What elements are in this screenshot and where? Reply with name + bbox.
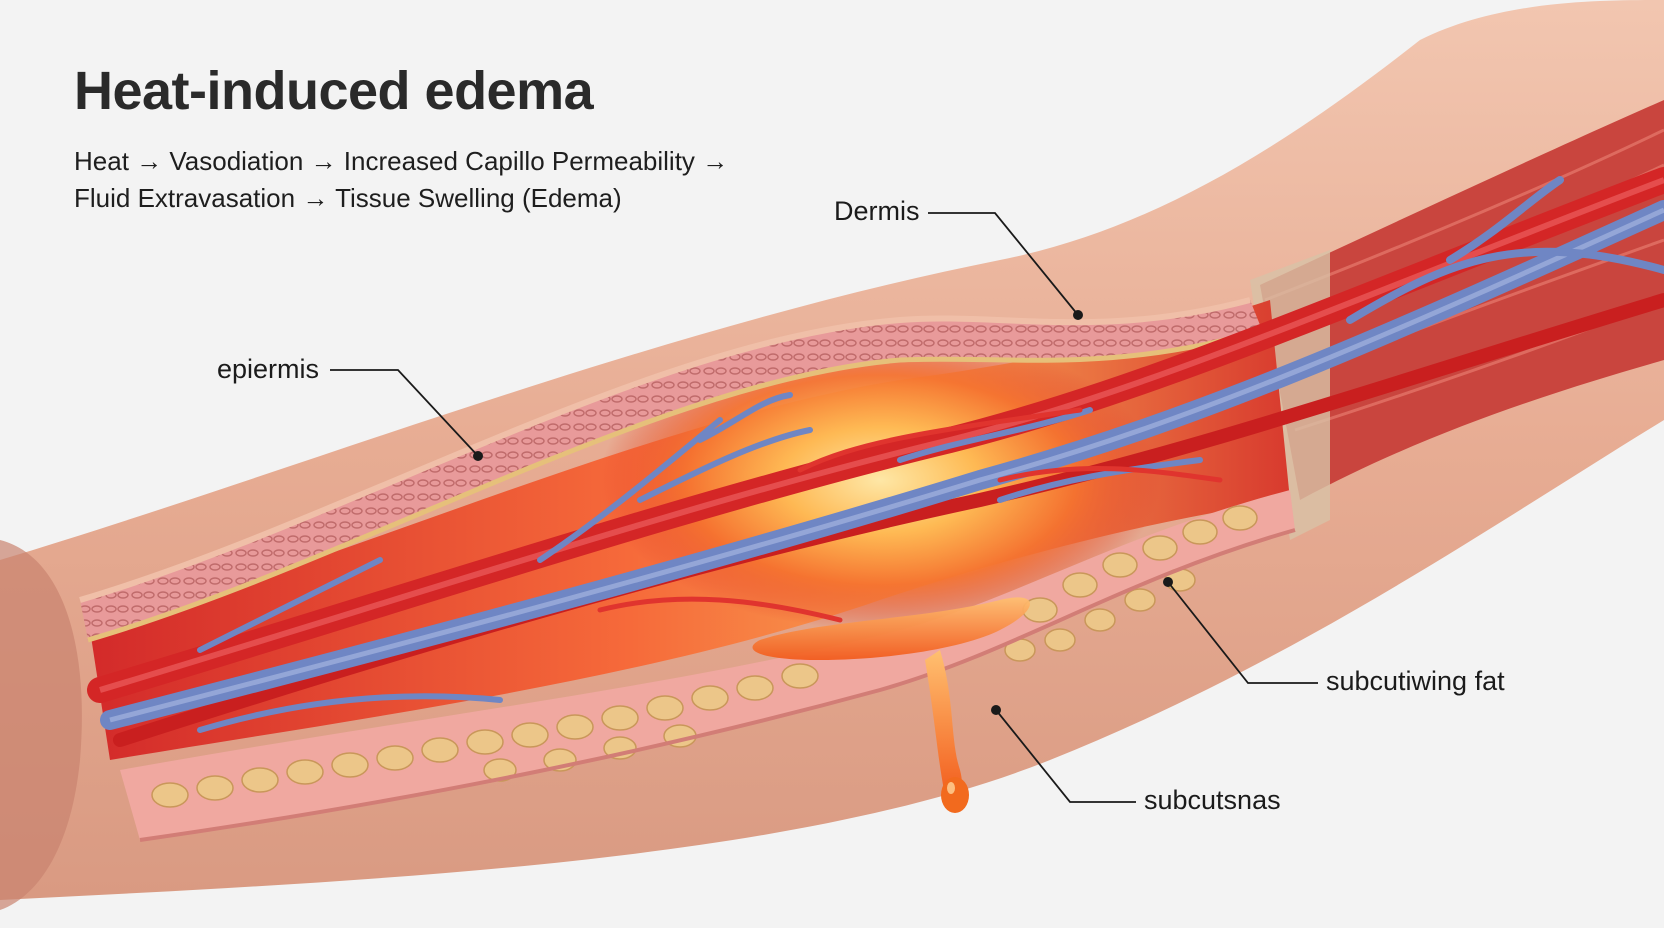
process-line-2: Fluid Extravasation → Tissue Swelling (E…: [74, 183, 622, 213]
capillaries: [597, 407, 1223, 623]
vein-upper-right: [1346, 176, 1664, 324]
process-description: Heat → Vasodiation → Increased Capillo P…: [74, 143, 728, 217]
epidermis-layer: [80, 300, 1262, 640]
leader-subcut: [995, 709, 1136, 803]
label-dermis: Dermis: [834, 196, 920, 226]
leader-dermis: [928, 212, 1079, 316]
elbow-bulge: [0, 540, 82, 910]
leader-lines: [330, 212, 1318, 803]
fluid-drop: [941, 777, 969, 813]
fluid-drip: [925, 650, 963, 803]
vein-branch-1: [537, 392, 813, 563]
process-line-1: Heat → Vasodiation → Increased Capillo P…: [74, 146, 729, 176]
page-title: Heat-induced edema: [74, 61, 594, 121]
vein-branch-3: [197, 557, 503, 733]
leader-fat: [1167, 581, 1318, 684]
subcutaneous-fat-layer: [120, 490, 1295, 840]
label-epidermis: epiermis: [217, 354, 320, 384]
label-subcutaneous: subcutsnas: [1144, 785, 1281, 815]
fluid-pool: [752, 597, 1030, 660]
label-subcutaneous-fat: subcutiwing fat: [1326, 666, 1505, 696]
leader-epidermis: [330, 369, 479, 457]
vein-branch-2: [897, 407, 1203, 503]
leader-dots: [473, 310, 1173, 715]
